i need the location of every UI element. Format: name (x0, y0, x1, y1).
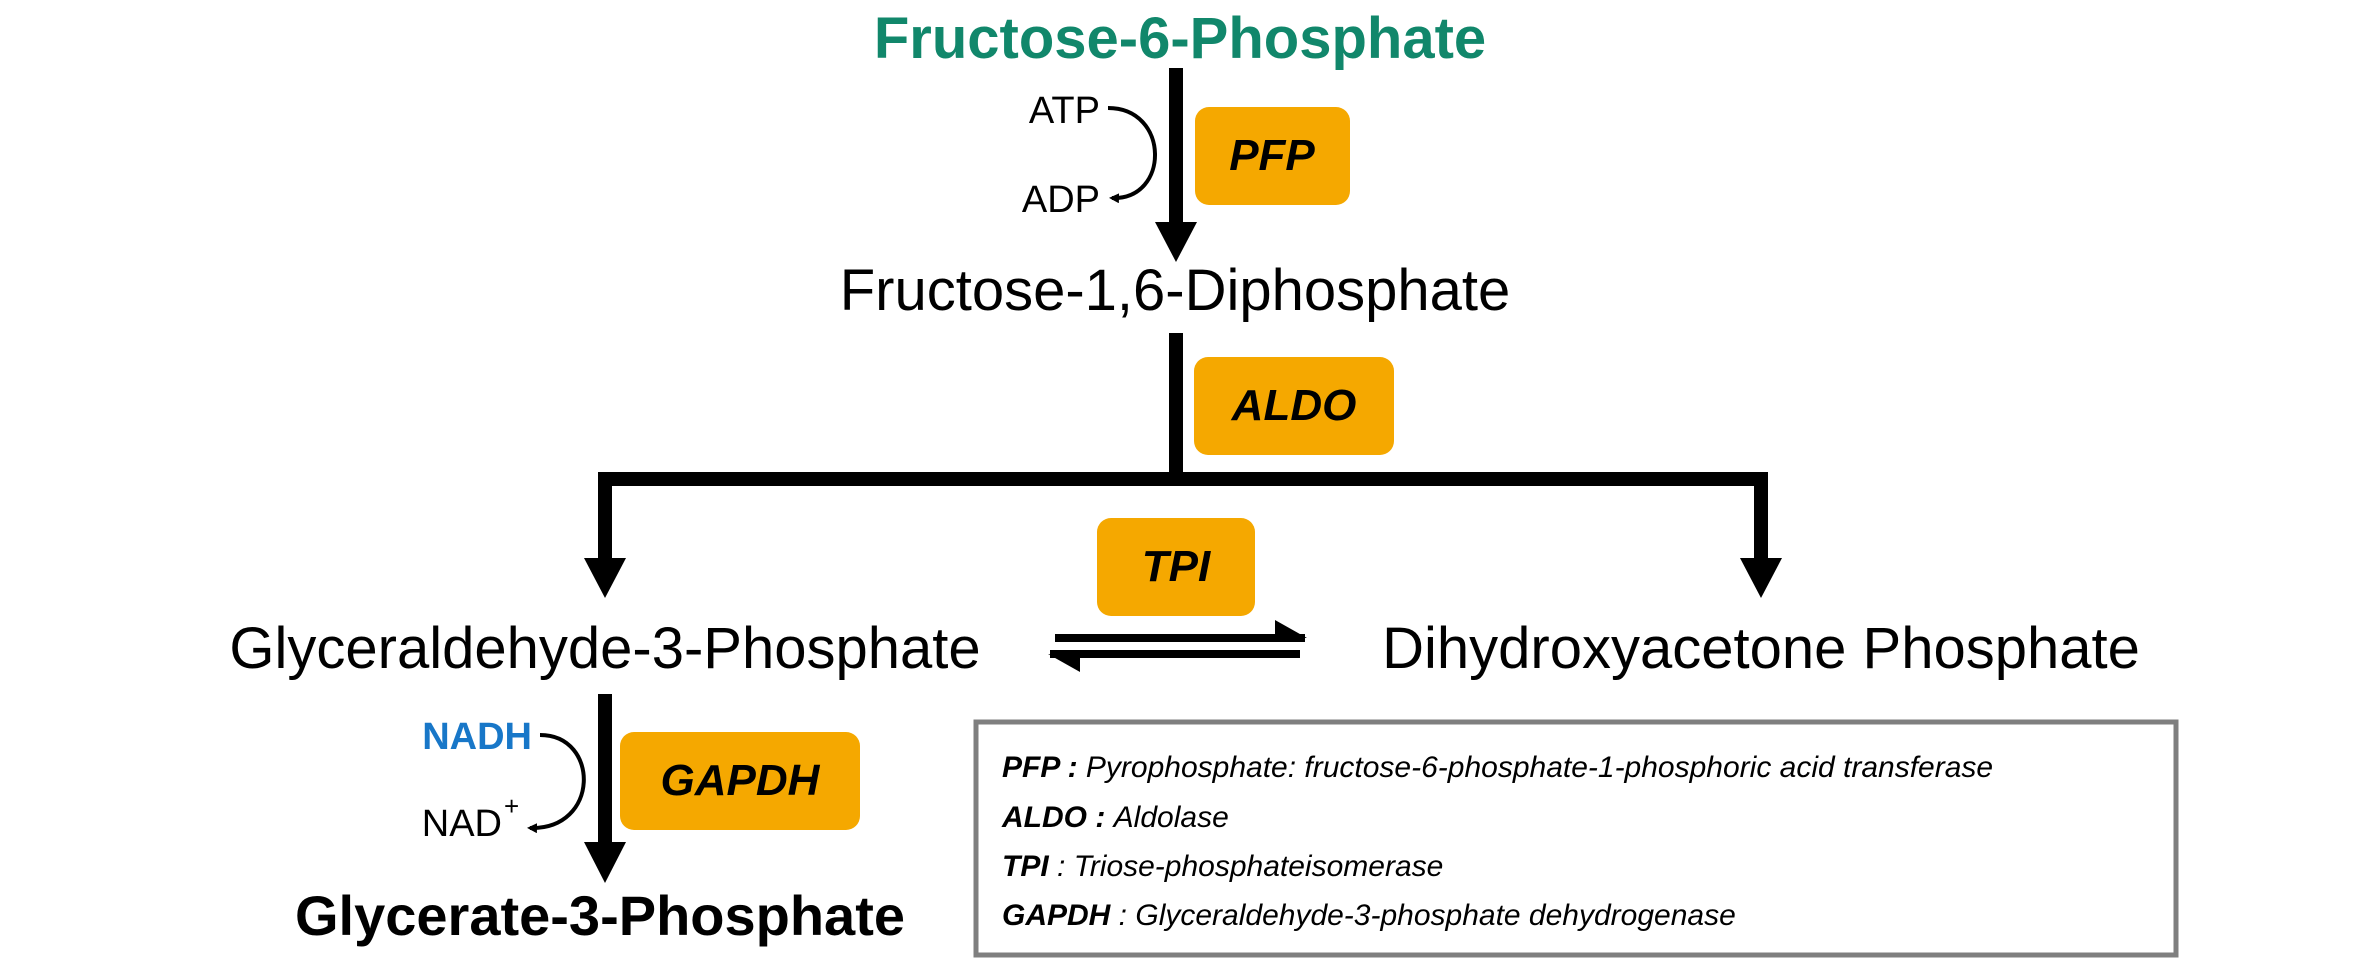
enzyme-box-tpi: TPI (1097, 518, 1255, 616)
enzyme-box-pfp: PFP (1195, 107, 1350, 205)
legend-row-gapdh: GAPDH : Glyceraldehyde-3-phosphate dehyd… (1002, 899, 1736, 932)
cofactor-adp: ADP (1022, 179, 1100, 221)
cofactor-nad: NAD (422, 803, 502, 845)
legend-row-aldo: ALDO : Aldolase (1001, 801, 1229, 834)
enzyme-label-pfp: PFP (1229, 131, 1315, 180)
cofactor-nad-superscript: + (504, 791, 519, 821)
metabolite-fructose-1-6-diphosphate: Fructose-1,6-Diphosphate (840, 258, 1511, 323)
enzyme-label-gapdh: GAPDH (661, 756, 821, 805)
metabolite-glycerate-3-phosphate: Glycerate-3-Phosphate (295, 884, 905, 947)
arrow-gapdh-step (584, 694, 626, 883)
cofactor-curve-atp-adp (1107, 106, 1157, 204)
legend-abbr-gapdh: GAPDH (1002, 899, 1112, 932)
enzyme-label-aldo: ALDO (1231, 381, 1357, 430)
enzyme-label-tpi: TPI (1142, 542, 1211, 591)
legend-box: PFP : Pyrophosphate: fructose-6-phosphat… (973, 719, 2179, 958)
legend-desc-aldo: Aldolase (1112, 801, 1229, 834)
cofactor-curve-nadh-nad (527, 733, 586, 834)
metabolite-fructose-6-phosphate: Fructose-6-Phosphate (874, 6, 1486, 71)
legend-abbr-pfp: PFP (1002, 751, 1061, 784)
enzyme-box-aldo: ALDO (1194, 357, 1394, 455)
arrow-aldo-split (584, 333, 1782, 598)
cofactor-nadh: NADH (422, 716, 532, 758)
equilibrium-arrows-tpi (1048, 620, 1307, 672)
legend-abbr-aldo: ALDO (1001, 801, 1087, 834)
cofactor-atp: ATP (1029, 90, 1100, 132)
metabolite-glyceraldehyde-3-phosphate: Glyceraldehyde-3-Phosphate (229, 616, 980, 681)
legend-desc-gapdh: Glyceraldehyde-3-phosphate dehydrogenase (1135, 899, 1735, 932)
legend-desc-pfp: Pyrophosphate: fructose-6-phosphate-1-ph… (1086, 751, 1993, 784)
legend-row-tpi: TPI : Triose-phosphateisomerase (1002, 850, 1443, 883)
legend-desc-tpi: Triose-phosphateisomerase (1074, 850, 1444, 883)
enzyme-box-gapdh: GAPDH (620, 732, 860, 830)
legend-row-pfp: PFP : Pyrophosphate: fructose-6-phosphat… (1002, 751, 1993, 784)
metabolite-dihydroxyacetone-phosphate: Dihydroxyacetone Phosphate (1382, 616, 2140, 681)
legend-abbr-tpi: TPI (1002, 850, 1049, 883)
arrow-pfp-step (1155, 68, 1197, 262)
